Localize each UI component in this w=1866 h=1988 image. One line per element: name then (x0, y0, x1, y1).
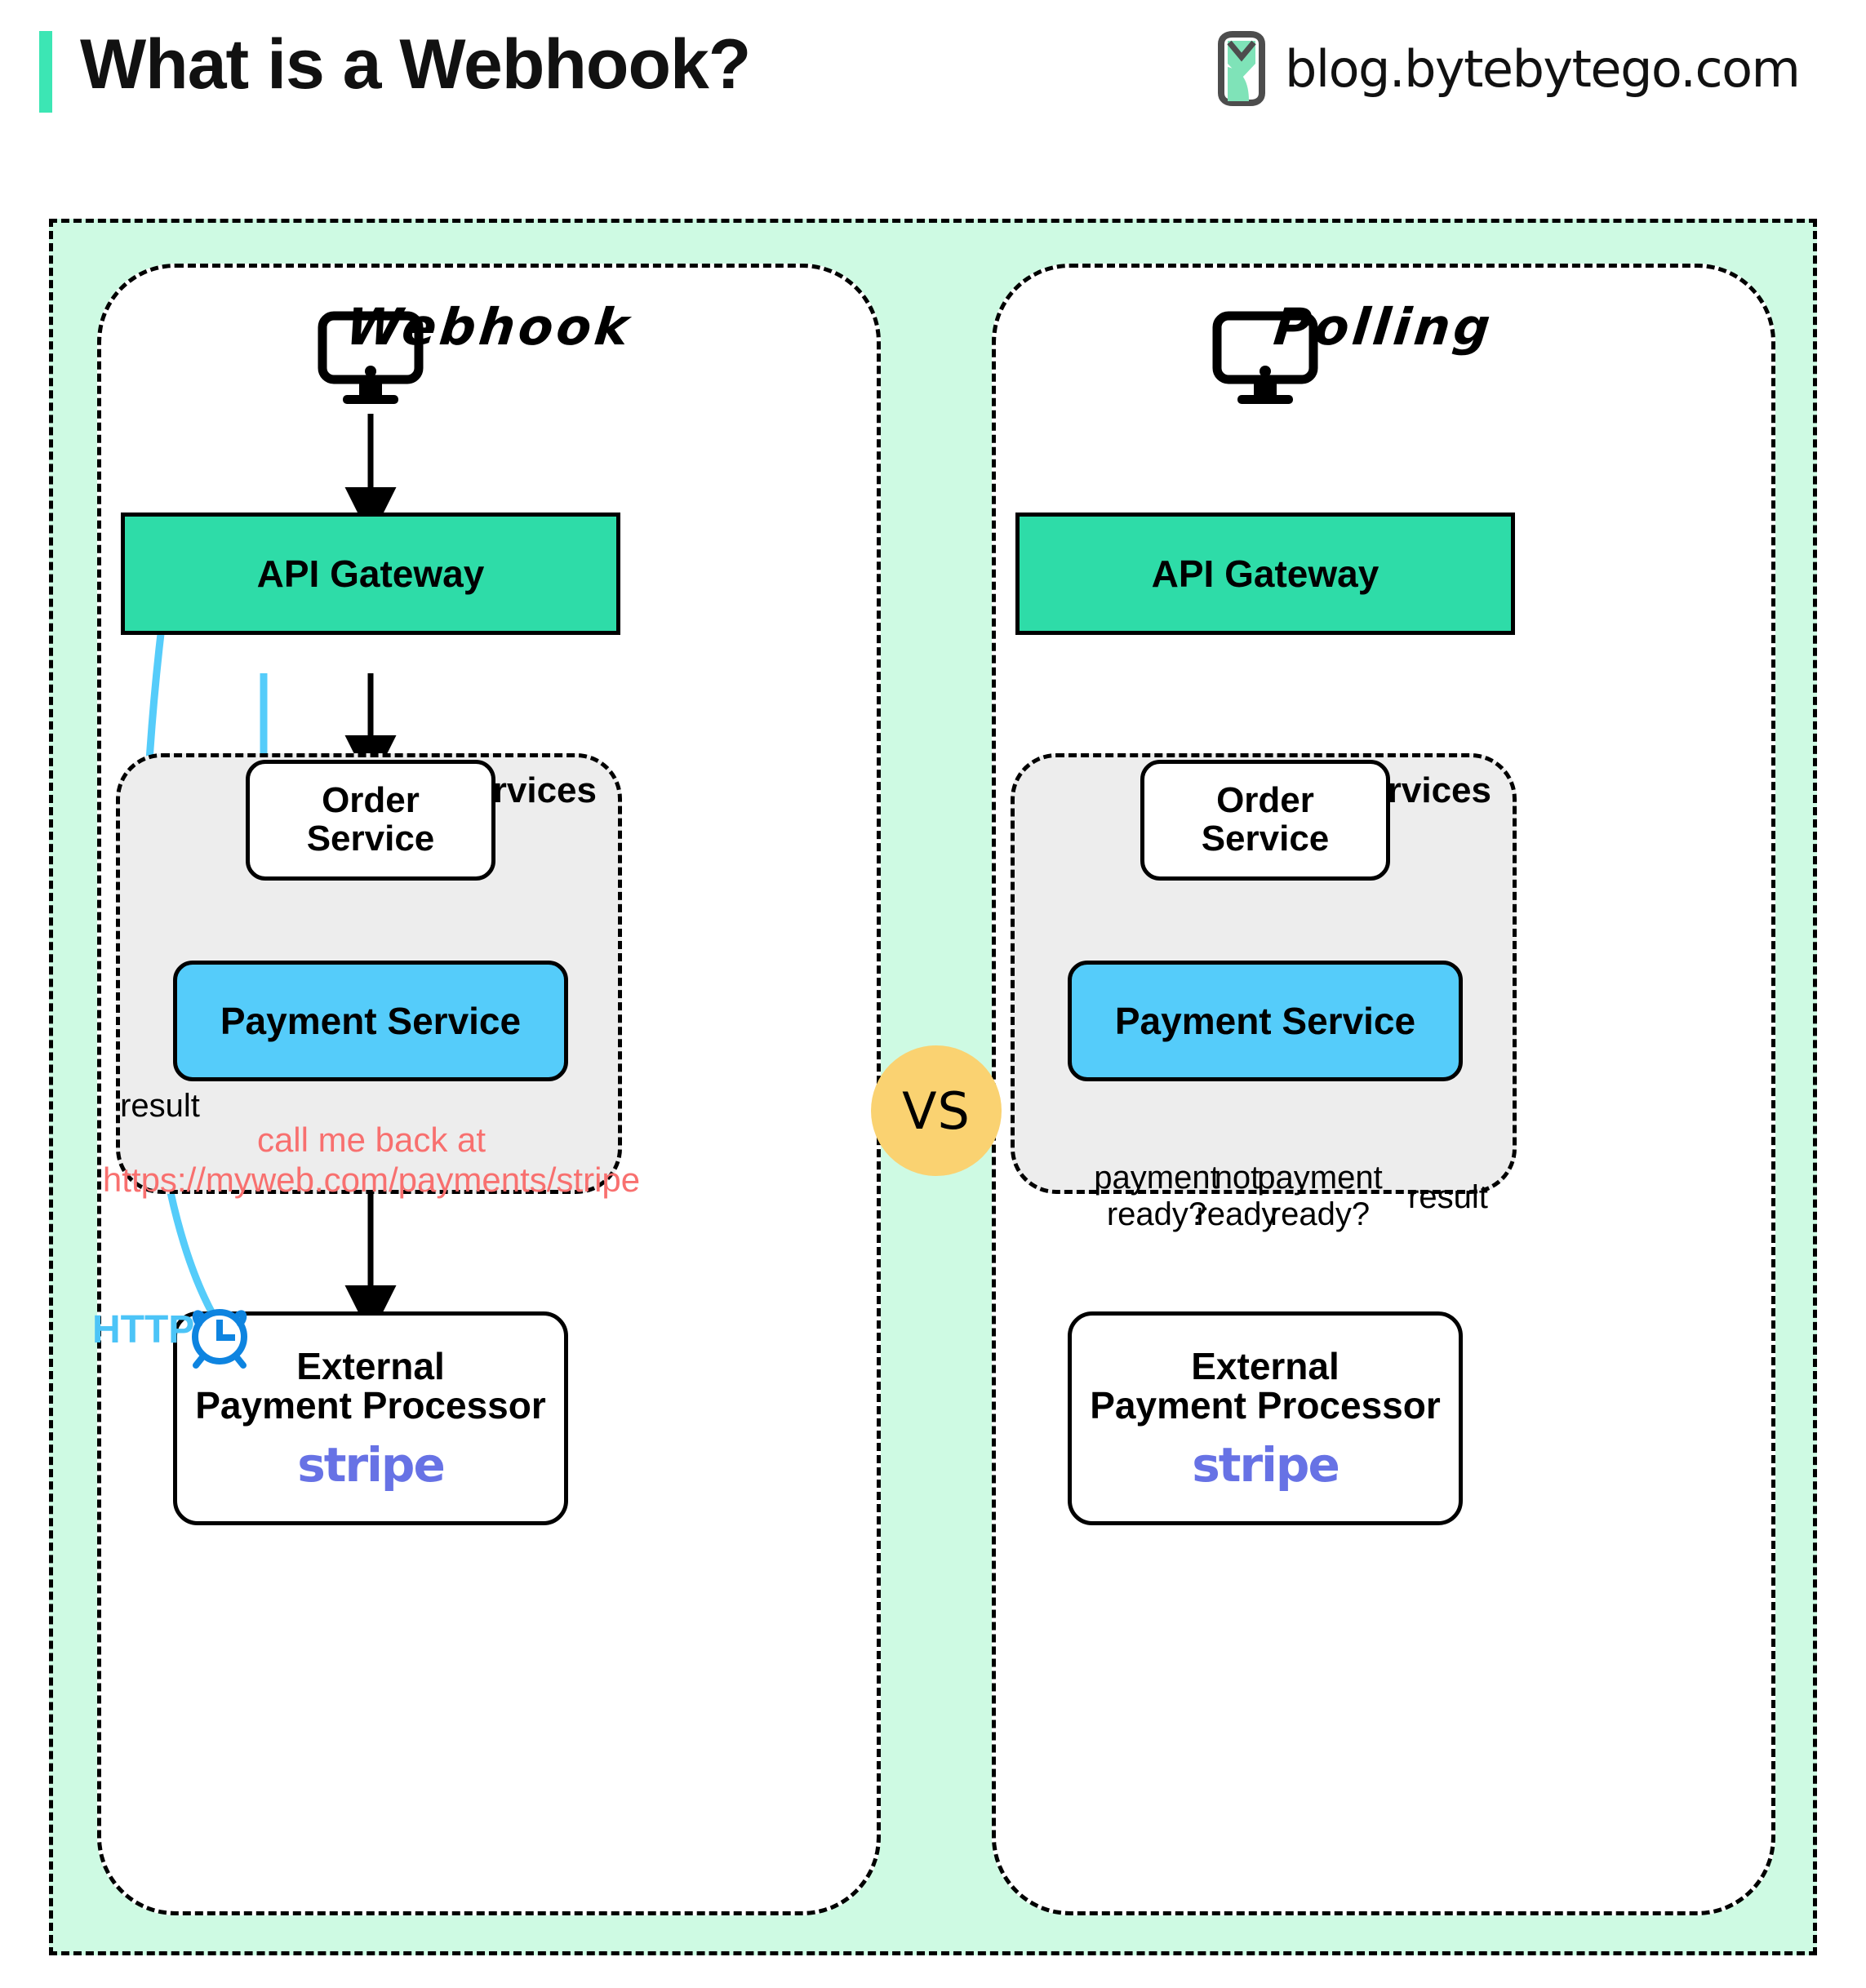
poll-label-1-line1: payment (1094, 1160, 1220, 1196)
stripe-logo: stripe (1192, 1437, 1340, 1493)
brand-url: blog.bytebytego.com (1285, 38, 1801, 99)
poll-label-2-line1: not (1214, 1160, 1260, 1196)
diagram-canvas: Webhook (49, 219, 1817, 1955)
external-payment-processor-webhook[interactable]: External Payment Processor stripe (173, 1311, 568, 1525)
order-service-webhook[interactable]: Order Service (246, 760, 495, 881)
order-service-line2: Service (1201, 819, 1330, 859)
external-line1: External (296, 1344, 445, 1387)
order-service-line1: Order (322, 780, 420, 821)
payment-service-polling[interactable]: Payment Service (1068, 961, 1463, 1081)
monitor-icon (1212, 311, 1318, 409)
poll-label-2-line2: ready (1196, 1196, 1278, 1232)
callback-note-webhook: call me back at https://myweb.com/paymen… (82, 1120, 661, 1200)
vs-badge: VS (871, 1045, 1002, 1176)
alarm-clock-icon (184, 1298, 255, 1369)
http-label-webhook: HTTP (92, 1308, 195, 1351)
poll-label-4-result: result (1408, 1179, 1488, 1215)
brand: blog.bytebytego.com (1216, 31, 1801, 106)
poll-label-3-line2: ready? (1269, 1196, 1371, 1232)
page-title: What is a Webhook? (80, 25, 751, 104)
external-payment-processor-polling[interactable]: External Payment Processor stripe (1068, 1311, 1463, 1525)
payment-service-webhook[interactable]: Payment Service (173, 961, 568, 1081)
callback-note-line2: https://myweb.com/payments/stripe (102, 1160, 641, 1199)
api-gateway-webhook[interactable]: API Gateway (121, 513, 620, 635)
result-label-webhook: result (120, 1088, 200, 1124)
poll-label-2: not ready (1178, 1160, 1296, 1233)
order-service-line2: Service (306, 819, 435, 859)
poll-label-3-line1: payment (1257, 1160, 1383, 1196)
poll-label-1-line2: ready? (1106, 1196, 1207, 1232)
external-line2: Payment Processor (195, 1384, 546, 1427)
order-service-polling[interactable]: Order Service (1140, 760, 1390, 881)
title-accent-bar (39, 31, 52, 113)
monitor-icon (318, 311, 424, 409)
callback-note-line1: call me back at (256, 1120, 486, 1159)
bytebytego-logo-icon (1216, 31, 1267, 106)
order-service-line1: Order (1216, 780, 1314, 821)
poll-label-1: payment ready? (1075, 1160, 1238, 1233)
poll-label-3: payment ready? (1238, 1160, 1402, 1233)
page-header: What is a Webhook? blog.bytebytego.com (0, 0, 1866, 143)
api-gateway-polling[interactable]: API Gateway (1015, 513, 1515, 635)
external-line2: Payment Processor (1090, 1384, 1441, 1427)
stripe-logo: stripe (297, 1437, 446, 1493)
external-line1: External (1191, 1344, 1340, 1387)
panel-polling-title: Polling (1271, 297, 1496, 357)
